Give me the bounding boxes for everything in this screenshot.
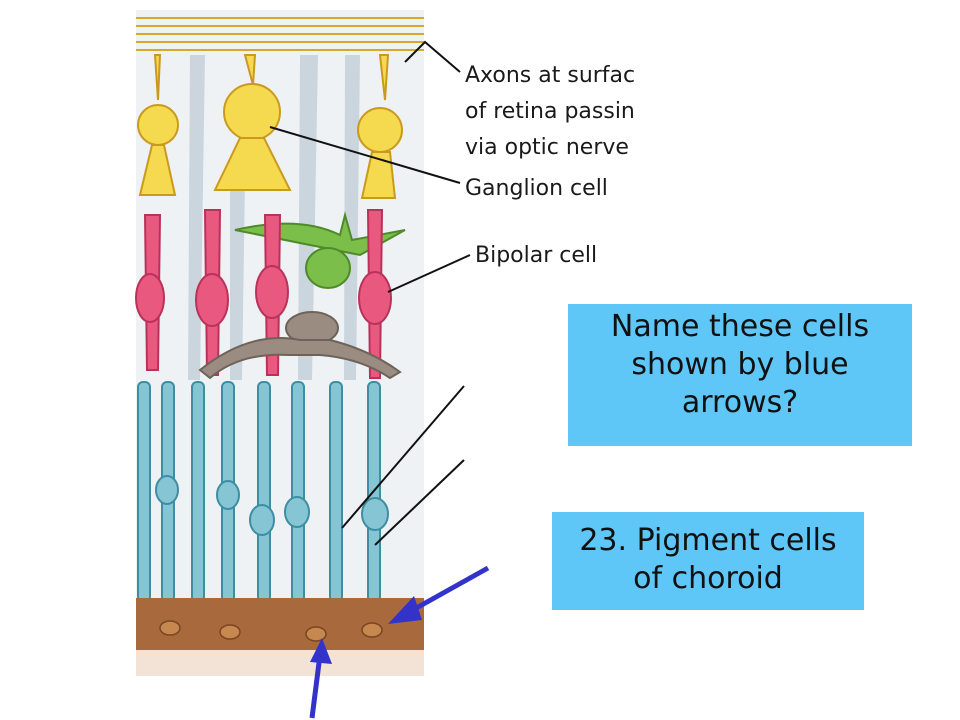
axon-fibers: [136, 17, 424, 51]
label-axons-2: of retina passin: [465, 99, 635, 124]
answer-line-1: 23. Pigment cells: [579, 523, 837, 558]
answer-box: 23. Pigment cells of choroid: [552, 512, 864, 610]
bipolar-cells: [135, 209, 392, 379]
label-axons-3: via optic nerve: [465, 135, 629, 160]
blue-arrow-bottom: [309, 654, 323, 719]
question-line-3: arrows?: [681, 385, 799, 420]
question-line-1: Name these cells: [610, 309, 870, 344]
blue-arrow-right-head: [388, 596, 422, 624]
horizontal-cell: [198, 311, 402, 380]
answer-line-2: of choroid: [633, 561, 783, 596]
question-line-2: shown by blue: [631, 347, 849, 382]
label-axons-1: Axons at surfac: [465, 63, 635, 88]
blue-arrows: [309, 565, 490, 719]
question-box: Name these cells shown by blue arrows?: [568, 304, 912, 446]
ganglion-cells: [137, 54, 403, 199]
pigment-layer: [136, 598, 424, 676]
label-bipolar: Bipolar cell: [475, 243, 597, 268]
label-ganglion: Ganglion cell: [465, 176, 608, 201]
photoreceptor-layer: [137, 381, 389, 603]
leader-lines: [269, 40, 471, 546]
blue-arrow-bottom-head: [310, 638, 332, 664]
